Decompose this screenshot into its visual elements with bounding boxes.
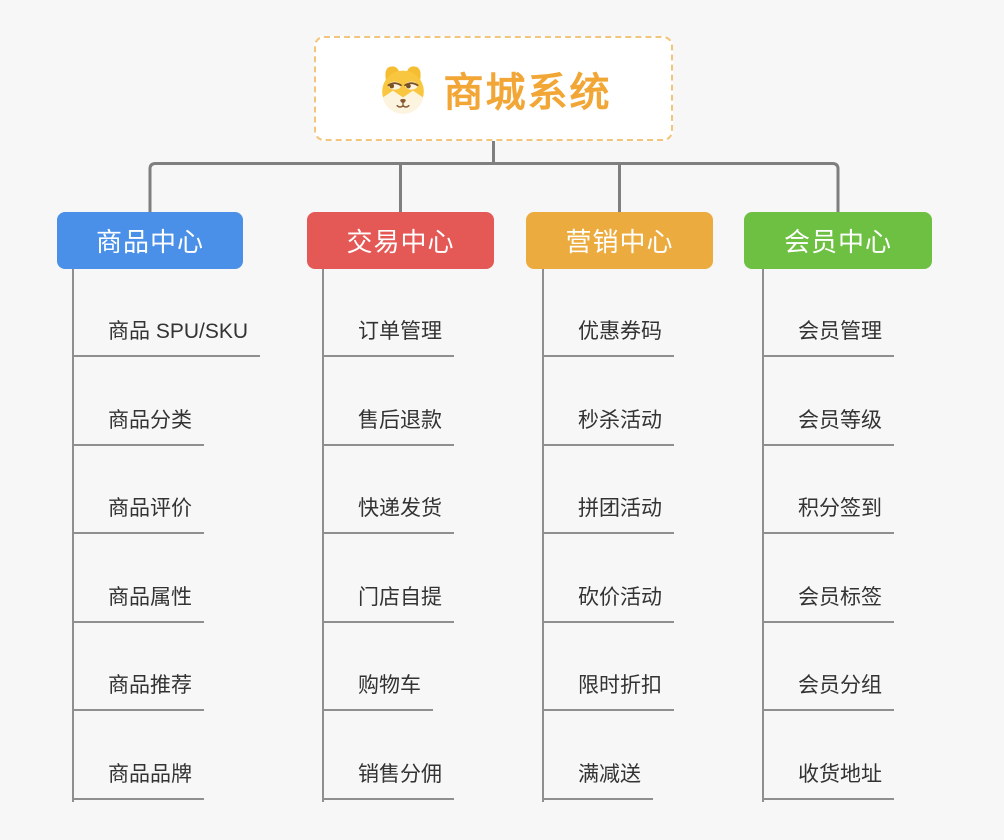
leaf-node[interactable]: 商品品牌 [74,760,204,800]
dog-face-icon [381,65,424,114]
leaf-node[interactable]: 砍价活动 [544,583,674,623]
branch-label: 会员中心 [783,227,892,257]
leaf-node[interactable]: 满减送 [544,760,653,800]
leaf-node[interactable]: 购物车 [324,671,433,711]
branch-node-member-center[interactable]: 会员中心 [744,212,932,269]
branch-label: 商品中心 [95,227,204,257]
leaf-node[interactable]: 积分签到 [764,494,894,534]
branch-children-column-trade: 订单管理售后退款快递发货门店自提购物车销售分佣 [322,269,454,802]
leaf-node[interactable]: 限时折扣 [544,671,674,711]
leaf-node[interactable]: 门店自提 [324,583,454,623]
branch-children-column-member: 会员管理会员等级积分签到会员标签会员分组收货地址 [762,269,894,802]
branch-children-column-marketing: 优惠券码秒杀活动拼团活动砍价活动限时折扣满减送 [542,269,674,802]
leaf-node[interactable]: 优惠券码 [544,317,674,357]
branch-bus-line [148,162,840,212]
branch-label: 交易中心 [346,227,455,257]
leaf-node[interactable]: 商品分类 [74,406,204,446]
leaf-node[interactable]: 销售分佣 [324,760,454,800]
leaf-node[interactable]: 拼团活动 [544,494,674,534]
root-node[interactable]: 商城系统 [314,36,673,141]
leaf-node[interactable]: 商品评价 [74,494,204,534]
branch-node-marketing-center[interactable]: 营销中心 [526,212,713,269]
leaf-node[interactable]: 商品 SPU/SKU [74,317,261,357]
leaf-node[interactable]: 会员分组 [764,671,894,711]
branch-node-trade-center[interactable]: 交易中心 [307,212,494,269]
leaf-node[interactable]: 售后退款 [324,406,454,446]
root-title: 商城系统 [443,70,612,115]
branch-label: 营销中心 [565,227,674,257]
leaf-node[interactable]: 会员等级 [764,406,894,446]
leaf-node[interactable]: 快递发货 [324,494,454,534]
branch-children-column-product: 商品 SPU/SKU 商品分类商品评价商品属性商品推荐商品品牌 [72,269,261,802]
leaf-node[interactable]: 收货地址 [764,760,894,800]
leaf-node[interactable]: 商品属性 [74,583,204,623]
leaf-node[interactable]: 订单管理 [324,317,454,357]
leaf-node[interactable]: 会员管理 [764,317,894,357]
leaf-node[interactable]: 会员标签 [764,583,894,623]
leaf-node[interactable]: 秒杀活动 [544,406,674,446]
leaf-node[interactable]: 商品推荐 [74,671,204,711]
branch-node-product-center[interactable]: 商品中心 [57,212,243,269]
